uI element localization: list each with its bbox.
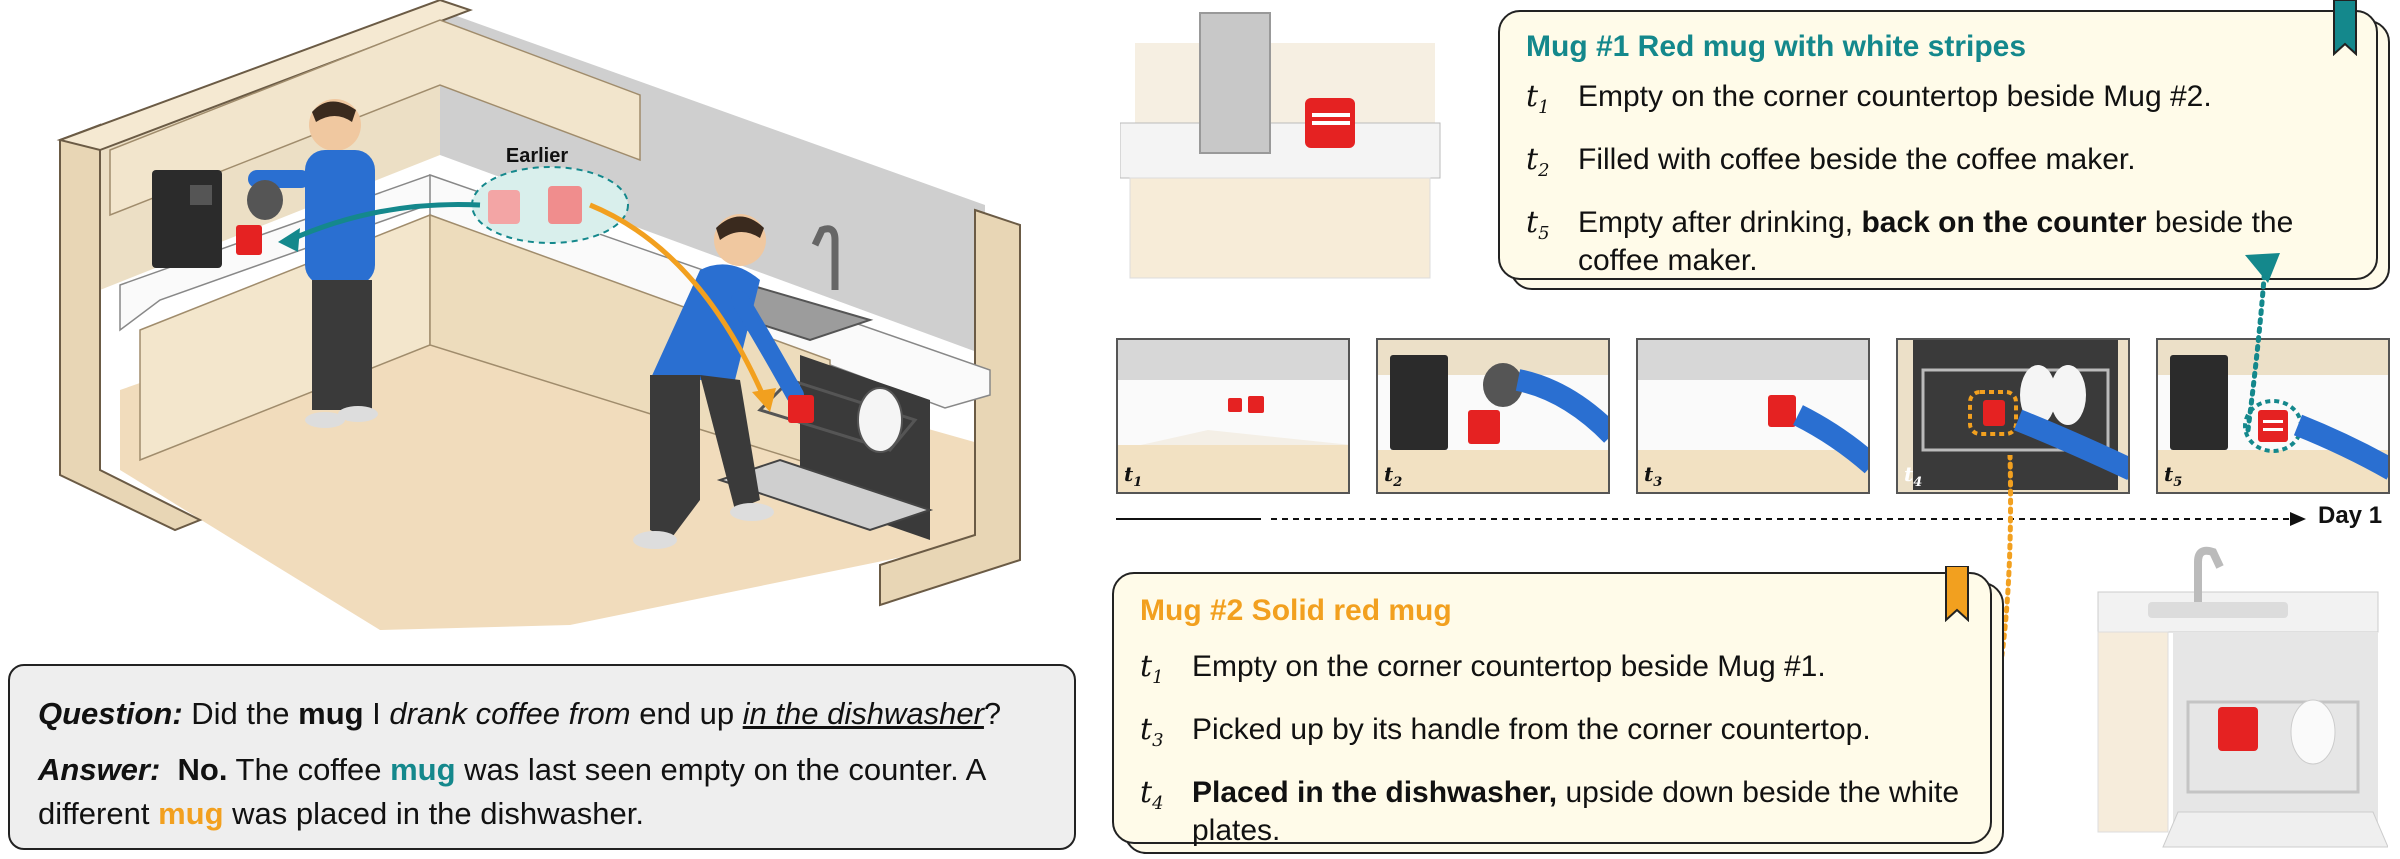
frame-t4-label: t4 bbox=[1904, 462, 1923, 490]
orange-arrowhead bbox=[752, 388, 776, 412]
mug1-entry-1-text: Empty on the corner countertop beside Mu… bbox=[1578, 80, 2212, 113]
question-drank: drank coffee from bbox=[389, 696, 631, 731]
mug2-entry-2: t3 Picked up by its handle from the corn… bbox=[1140, 711, 1964, 760]
earlier-mug-solid bbox=[548, 186, 582, 224]
answer-line: Answer: No. The coffee mug was last seen… bbox=[38, 748, 1046, 836]
kitchen-illustration: Earlier bbox=[56, 0, 1021, 630]
earlier-mug-striped bbox=[488, 190, 520, 224]
right-wall-edge bbox=[879, 208, 1021, 607]
mug2-entry-3-time: t4 bbox=[1140, 775, 1164, 814]
frame-t5-label: t5 bbox=[2164, 462, 2183, 490]
coffee-mug-counter bbox=[236, 225, 262, 255]
mug1-entry-1: t1 Empty on the corner countertop beside… bbox=[1526, 78, 2350, 127]
mug1-entry-2: t2 Filled with coffee beside the coffee … bbox=[1526, 141, 2350, 190]
answer-no: No. bbox=[177, 752, 228, 787]
frame-t5-scene bbox=[2158, 340, 2388, 492]
mug2-entry-3: t4 Placed in the dishwasher, upside down… bbox=[1140, 774, 1964, 850]
mug1-card: Mug #1 Red mug with white stripes t1 Emp… bbox=[1498, 10, 2378, 280]
dishwasher-door bbox=[716, 458, 934, 532]
mug2-entry-1-text: Empty on the corner countertop beside Mu… bbox=[1192, 650, 1826, 683]
upper-cabinets bbox=[109, 19, 641, 217]
answer-pre: The coffee bbox=[227, 752, 391, 787]
teal-arrowhead bbox=[278, 228, 300, 252]
question-label: Question: bbox=[38, 696, 183, 731]
timeline-frame-t3: t3 bbox=[1636, 338, 1870, 494]
mug1-title: Mug #1 Red mug with white stripes bbox=[1526, 30, 2027, 63]
question-pre: Did the bbox=[182, 696, 299, 731]
teal-dotted-arrow bbox=[2245, 253, 2280, 433]
timeline-frame-t4: t4 bbox=[1896, 338, 2130, 494]
frame-t1-label: t1 bbox=[1124, 462, 1143, 490]
question-endup: end up bbox=[630, 696, 743, 731]
dishwasher-plates bbox=[857, 387, 903, 453]
orange-arrow-to-dishwasher bbox=[589, 202, 768, 401]
mug2-entry-3-text: Placed in the dishwasher, upside down be… bbox=[1192, 776, 1960, 847]
mug1-entry-2-text: Filled with coffee beside the coffee mak… bbox=[1578, 143, 2136, 176]
timeline-frame-t1: t1 bbox=[1116, 338, 1350, 494]
mug2-thumbnail bbox=[2218, 707, 2258, 751]
frame-t3-scene bbox=[1638, 340, 1868, 492]
faucet bbox=[811, 225, 839, 290]
question-i: I bbox=[363, 696, 390, 731]
mug2-entry-1-time: t1 bbox=[1140, 649, 1164, 688]
mug2-card: Mug #2 Solid red mug t1 Empty on the cor… bbox=[1112, 572, 1992, 847]
question-mug: mug bbox=[298, 696, 364, 731]
frame-t1-scene bbox=[1118, 340, 1348, 492]
frame-t2-scene bbox=[1378, 340, 1608, 492]
frame-t2-label: t2 bbox=[1384, 462, 1403, 490]
mug2-entry-2-text: Picked up by its handle from the corner … bbox=[1192, 713, 1871, 746]
earlier-label: Earlier bbox=[506, 145, 568, 167]
mug2-entry-1: t1 Empty on the corner countertop beside… bbox=[1140, 648, 1964, 697]
mug2-entry-2-time: t3 bbox=[1140, 712, 1164, 751]
mug1-entry-3: t5 Empty after drinking, back on the cou… bbox=[1526, 204, 2350, 280]
timeline-frame-t2: t2 bbox=[1376, 338, 1610, 494]
coffee-station-thumbnail bbox=[1120, 12, 1441, 279]
answer-mug-teal: mug bbox=[390, 752, 456, 787]
qa-box: Question: Did the mug I drank coffee fro… bbox=[8, 664, 1076, 850]
answer-label: Answer: bbox=[38, 752, 161, 787]
dishwasher-rack bbox=[757, 378, 918, 452]
teal-arrow-to-coffee bbox=[288, 201, 481, 243]
mug1-bookmark-icon bbox=[2333, 0, 2357, 56]
timeline-axis bbox=[1116, 512, 2306, 526]
mug2-title: Mug #2 Solid red mug bbox=[1140, 594, 1452, 627]
mug1-entry-3-time: t5 bbox=[1526, 205, 1550, 244]
answer-mug-orange: mug bbox=[158, 796, 224, 831]
mug1-entry-3-text: Empty after drinking, back on the counte… bbox=[1578, 206, 2294, 277]
mug2-bookmark-icon bbox=[1945, 566, 1969, 622]
mug1-entry-1-time: t1 bbox=[1526, 79, 1550, 118]
person-loading-dishwasher bbox=[633, 214, 814, 549]
mug1-entry-2-time: t2 bbox=[1526, 142, 1550, 181]
person-pouring bbox=[247, 99, 378, 428]
coffee-maker bbox=[152, 170, 222, 268]
question-line: Question: Did the mug I drank coffee fro… bbox=[38, 692, 1046, 736]
dishwasher-thumbnail bbox=[2097, 546, 2388, 848]
question-end: ? bbox=[983, 696, 1002, 731]
question-dishwasher: in the dishwasher bbox=[742, 696, 984, 731]
timeline-end-label: Day 1 bbox=[2318, 502, 2383, 529]
coffee-maker-panel bbox=[190, 185, 212, 205]
answer-mid: was last seen empty on the counter. A di… bbox=[38, 752, 985, 831]
timeline-frame-t5: t5 bbox=[2156, 338, 2390, 494]
frame-t4-scene bbox=[1898, 340, 2128, 492]
answer-end: was placed in the dishwasher. bbox=[223, 796, 644, 831]
frame-t3-label: t3 bbox=[1644, 462, 1663, 490]
top-wall-edge bbox=[56, 0, 473, 152]
